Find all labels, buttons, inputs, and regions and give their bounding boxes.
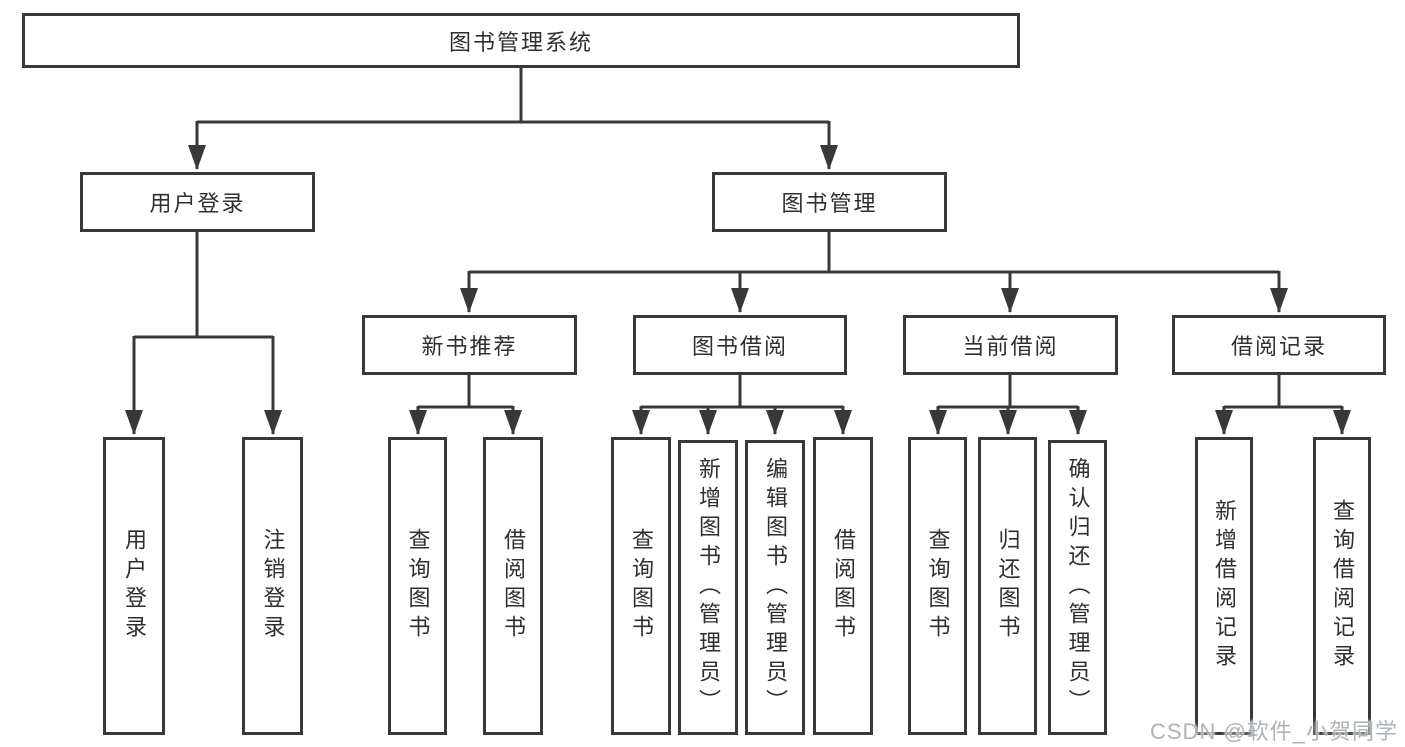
- node-label: 用户登录: [149, 191, 246, 216]
- leaf-records-query-record: 查询借阅记录: [1313, 437, 1371, 735]
- node-user-login: 用户登录: [80, 172, 315, 232]
- leaf-logout: 注销登录: [242, 437, 303, 735]
- leaf-user-login: 用户登录: [103, 437, 165, 735]
- node-book-management: 图书管理: [712, 172, 947, 232]
- node-label: 归还图书: [995, 528, 1021, 644]
- node-label: 图书管理系统: [448, 29, 593, 55]
- node-label: 借阅图书: [831, 528, 856, 644]
- node-label: 查询图书: [405, 528, 431, 644]
- leaf-current-query-books: 查询图书: [908, 437, 967, 735]
- node-label: 用户登录: [122, 528, 147, 644]
- node-label: 编辑图书（管理员）: [763, 457, 788, 718]
- node-label: 当前借阅: [962, 334, 1059, 359]
- node-label: 查询图书: [925, 528, 951, 644]
- leaf-borrowing-query-books: 查询图书: [611, 437, 671, 735]
- node-borrow-records: 借阅记录: [1172, 315, 1386, 375]
- connector-root-trunk: [197, 68, 829, 124]
- node-label: 借阅图书: [501, 528, 526, 644]
- node-book-borrowing: 图书借阅: [633, 315, 847, 375]
- node-label: 新增图书（管理员）: [696, 457, 721, 718]
- node-label: 图书管理: [781, 191, 878, 216]
- csdn-watermark: CSDN @软件_小贺同学: [1150, 719, 1399, 744]
- connector-userlogin-trunk: [134, 232, 273, 339]
- node-label: 查询图书: [629, 528, 654, 644]
- node-label: 借阅记录: [1230, 334, 1327, 359]
- node-label: 注销登录: [260, 528, 286, 644]
- leaf-newbooks-query-books: 查询图书: [388, 437, 447, 735]
- connector-current-trunk: [938, 375, 1078, 409]
- node-label: 新增借阅记录: [1212, 499, 1237, 673]
- node-new-book-recommend: 新书推荐: [362, 315, 577, 375]
- node-label: 查询借阅记录: [1330, 499, 1355, 673]
- connector-newbooks-trunk: [418, 375, 513, 409]
- leaf-current-confirm-return-admin: 确认归还（管理员）: [1048, 440, 1107, 735]
- leaf-newbooks-borrow-books: 借阅图书: [483, 437, 543, 735]
- leaf-borrowing-add-books-admin: 新增图书（管理员）: [678, 440, 738, 735]
- leaf-records-add-record: 新增借阅记录: [1195, 437, 1253, 735]
- leaf-borrowing-edit-books-admin: 编辑图书（管理员）: [745, 440, 805, 735]
- connector-records-trunk: [1224, 375, 1342, 409]
- leaf-borrowing-borrow-books: 借阅图书: [813, 437, 873, 735]
- leaf-current-return-books: 归还图书: [978, 437, 1037, 735]
- node-label: 确认归还（管理员）: [1065, 457, 1091, 718]
- node-label: 新书推荐: [421, 334, 518, 359]
- node-label: 图书借阅: [691, 334, 788, 359]
- connector-bookmgmt-trunk: [469, 232, 1279, 274]
- node-current-borrowing: 当前借阅: [903, 315, 1118, 375]
- node-library-system: 图书管理系统: [22, 13, 1020, 68]
- connector-borrowing-trunk: [641, 375, 843, 409]
